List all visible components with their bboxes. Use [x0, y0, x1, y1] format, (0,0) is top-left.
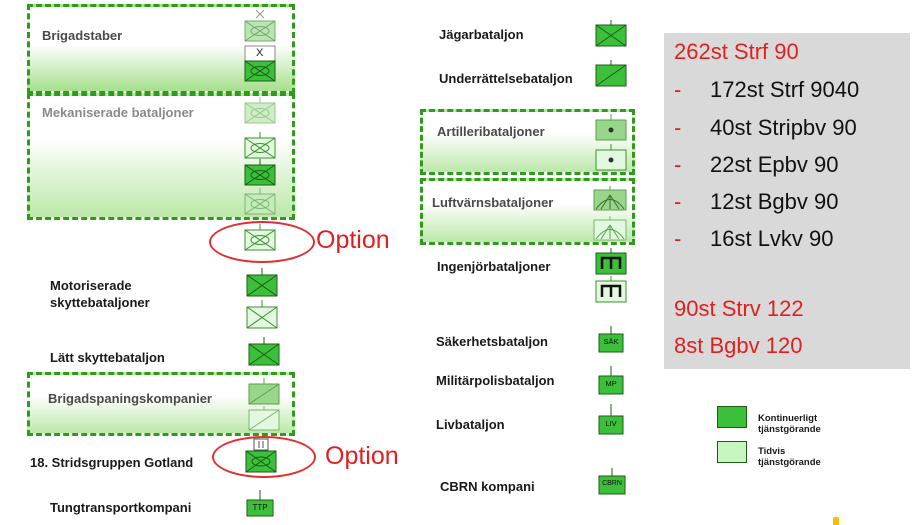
brigade-staff-x-mark: X	[256, 47, 264, 59]
recon-company-symbol-1	[248, 378, 280, 405]
cbrn-label: CBRN kompani	[440, 479, 535, 494]
legend-continuous-line2: tjänstgörande	[758, 424, 821, 435]
engineer-battalion-symbol-light	[595, 276, 627, 303]
artillery-battalion-symbol-1	[595, 114, 627, 141]
heavy-transport-symbol-text: TTP	[252, 503, 268, 512]
military-police-symbol-text: MP	[605, 379, 617, 388]
latt-skytte-label: Lätt skyttebataljon	[50, 350, 165, 365]
legend-continuous-swatch	[717, 406, 747, 428]
info-heading: 262st Strf 90	[674, 39, 799, 64]
heavy-transport-symbol	[246, 490, 274, 517]
military-police-symbol	[598, 366, 624, 395]
mech-battalion-symbol-1	[244, 97, 276, 124]
motorized-battalion-symbol-dark	[246, 268, 278, 297]
brigadstaber-label: Brigadstaber	[42, 28, 123, 43]
info-item-3: 22st Epbv 90	[710, 152, 839, 177]
luftvarn-group-frame	[420, 178, 635, 245]
info-footer-1: 90st Strv 122	[674, 296, 804, 321]
info-item-2: 40st Stripbv 90	[710, 115, 857, 140]
info-item-5: 16st Lvkv 90	[710, 226, 834, 251]
recon-company-symbol-2	[248, 406, 280, 431]
mech-battalion-symbol-2	[244, 132, 276, 159]
mech-battalion-symbol-4	[244, 188, 276, 215]
option-oval-2	[212, 436, 316, 478]
info-dash-1: -	[674, 77, 682, 102]
motoriserade-label-line1: Motoriserade	[50, 278, 132, 293]
luftvarn-label: Luftvärnsbataljoner	[432, 195, 554, 210]
option-oval-1	[209, 221, 315, 263]
info-dash-4: -	[674, 189, 682, 214]
brigadspaning-label: Brigadspaningskompanier	[48, 391, 212, 406]
cbrn-company-symbol-text: CBRN	[602, 480, 622, 487]
security-battalion-symbol-text: SÄK	[603, 337, 619, 346]
sakerhet-label: Säkerhetsbataljon	[436, 334, 548, 349]
stridsgruppen-label: 18. Stridsgruppen Gotland	[30, 455, 194, 470]
life-guard-symbol-text: LIV	[605, 419, 617, 428]
jagar-label: Jägarbataljon	[439, 27, 524, 42]
cbrn-company-symbol	[598, 468, 626, 495]
underrattelse-label: Underrättelsebataljon	[439, 71, 573, 86]
info-footer-2: 8st Bgbv 120	[674, 333, 803, 358]
info-dash-3: -	[674, 152, 682, 177]
brigade-staff-symbol-faded	[244, 9, 276, 42]
air-defense-battalion-symbol-1	[593, 186, 627, 211]
tungtransport-label: Tungtransportkompani	[50, 500, 192, 515]
motoriserade-label-line2: skyttebataljoner	[50, 295, 150, 310]
ingenjor-label: Ingenjörbataljoner	[437, 259, 551, 274]
life-guard-symbol	[598, 404, 624, 435]
legend-temporary-line2: tjänstgörande	[758, 457, 821, 468]
intelligence-battalion-symbol	[595, 60, 627, 87]
air-defense-battalion-symbol-2	[593, 216, 627, 241]
vehicle-info-box: 262st Strf 90 - 172st Strf 9040 - 40st S…	[664, 33, 910, 369]
artilleri-label: Artilleribataljoner	[437, 124, 545, 139]
info-dash-5: -	[674, 226, 682, 251]
motorized-battalion-symbol-light	[246, 300, 278, 329]
mech-battalion-symbol-3	[244, 159, 276, 186]
legend-continuous-line1: Kontinuerligt	[758, 413, 818, 424]
option-label-2: Option	[325, 442, 399, 470]
artillery-battalion-symbol-2	[595, 144, 627, 171]
light-infantry-symbol	[248, 337, 280, 366]
engineer-battalion-symbol-dark	[595, 248, 627, 275]
militarpolis-label: Militärpolisbataljon	[436, 373, 555, 388]
info-item-1: 172st Strf 9040	[710, 77, 860, 102]
legend-temporary-swatch	[717, 441, 747, 463]
info-dash-2: -	[674, 115, 682, 140]
mekaniserade-label: Mekaniserade bataljoner	[42, 105, 194, 120]
corner-marker	[833, 517, 839, 525]
legend-temporary-line1: Tidvis	[758, 446, 786, 457]
option-label-1: Option	[316, 226, 390, 254]
brigade-staff-symbol	[244, 45, 276, 82]
liv-label: Livbataljon	[436, 417, 505, 432]
ranger-battalion-symbol	[595, 20, 627, 47]
info-item-4: 12st Bgbv 90	[710, 189, 839, 214]
security-battalion-symbol	[598, 326, 624, 353]
